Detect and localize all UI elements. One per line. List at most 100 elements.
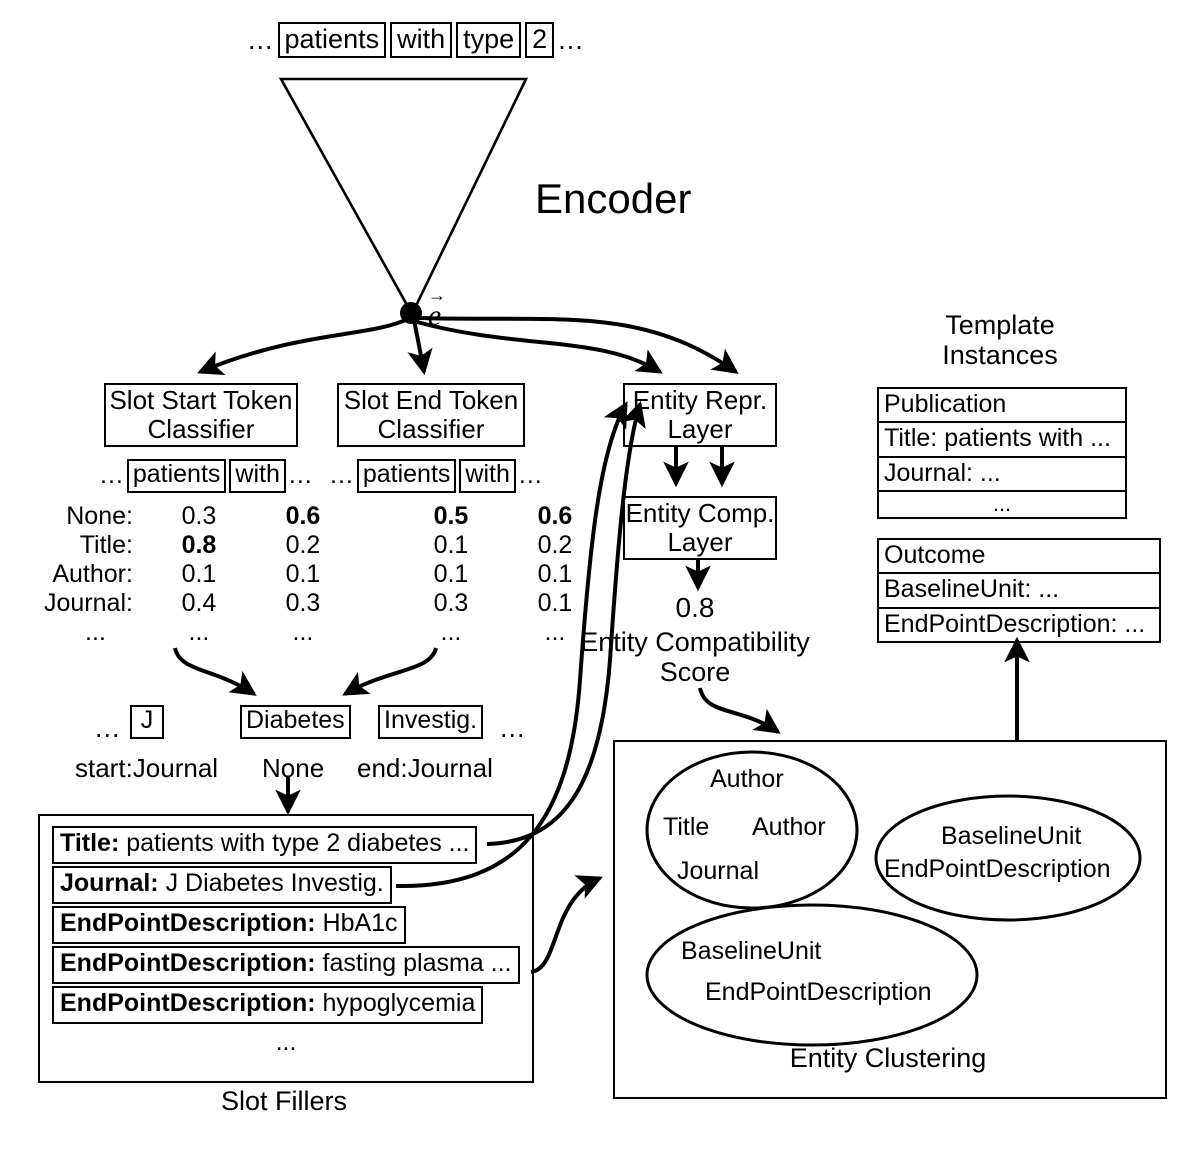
entity-comp-line2: Layer: [667, 527, 733, 557]
journal-token-j: J: [130, 705, 164, 739]
slot-fillers-ellipsis: ...: [275, 1028, 297, 1056]
journal-token-investig: Investig.: [378, 705, 484, 739]
entity-comp-line1: Entity Comp.: [625, 497, 775, 528]
prob-ellipsis-s2: ...: [292, 618, 314, 646]
entity-compatibility-caption-line1: Entity Compatibility: [580, 627, 810, 657]
template-publication-header: Publication: [879, 389, 1125, 424]
slot-filler-0-value: patients with type 2 diabetes ...: [126, 829, 470, 857]
slot-filler-1-slot: Journal:: [60, 869, 159, 897]
input-token-type: type: [456, 22, 522, 59]
end-strip-trail: ...: [518, 461, 543, 490]
start-strip-trail: ...: [288, 461, 313, 490]
arrow-e-to-entity-repr-left: [416, 320, 663, 374]
input-leading-ellipsis: ...: [248, 24, 274, 55]
cluster-member-author-1: Author: [710, 765, 784, 793]
slot-filler-3-value: fasting plasma ...: [322, 949, 512, 977]
arrow-slot-fillers-to-clustering: [530, 875, 603, 974]
prob-start-none-patients: 0.3: [181, 502, 217, 530]
entity-comp-layer[interactable]: Entity Comp. Layer: [623, 496, 777, 560]
slot-start-token-classifier[interactable]: Slot Start Token Classifier: [104, 383, 298, 447]
prob-ellipsis-e1: ...: [440, 618, 462, 646]
slot-start-classifier-line2: Classifier: [147, 414, 255, 444]
journal-tokens-lead: ...: [95, 713, 121, 743]
prob-end-author-with: 0.1: [537, 560, 573, 588]
journal-tag-start: start:Journal: [75, 753, 219, 783]
end-token-strip: ... patients with ...: [330, 459, 543, 493]
input-trailing-ellipsis: ...: [558, 24, 584, 55]
template-instance-outcome[interactable]: Outcome BaselineUnit: ... EndPointDescri…: [877, 538, 1161, 643]
table-row-ellipsis: ... ... ... ... ...: [44, 618, 607, 647]
prob-end-author-patients: 0.1: [433, 560, 469, 588]
template-instance-publication[interactable]: Publication Title: patients with ... Jou…: [877, 387, 1127, 519]
prob-row-label-title: Title:: [79, 531, 133, 559]
end-strip-lead: ...: [330, 461, 354, 490]
cluster-member-title: Title: [663, 813, 710, 841]
prob-row-label-none: None:: [66, 502, 133, 530]
start-strip-lead: ...: [100, 461, 124, 490]
table-row: None: 0.3 0.6 0.5 0.6: [44, 502, 607, 531]
template-publication-row-journal: Journal: ...: [879, 458, 1125, 492]
template-outcome-row-baselineunit: BaselineUnit: ...: [879, 574, 1159, 609]
prob-start-journal-patients: 0.4: [181, 589, 217, 617]
entity-repr-layer[interactable]: Entity Repr. Layer: [623, 383, 777, 447]
arrow-start-probs-to-diabetes: [173, 647, 257, 696]
cluster-b-member-endpointdescription: EndPointDescription: [884, 855, 1111, 883]
end-strip-token-patients: patients: [356, 459, 457, 493]
prob-row-label-author: Author:: [52, 560, 133, 588]
slot-filler-item[interactable]: EndPointDescription: HbA1c: [52, 906, 406, 944]
slot-end-classifier-line2: Classifier: [377, 414, 485, 444]
arrow-end-probs-to-diabetes: [342, 647, 438, 696]
slot-filler-item[interactable]: Title: patients with type 2 diabetes ...: [52, 826, 478, 864]
slot-filler-4-value: hypoglycemia: [322, 989, 476, 1017]
prob-start-title-with: 0.2: [285, 531, 321, 559]
arrow-e-to-end-classifier: [407, 319, 433, 376]
entity-compatibility-value: 0.8: [675, 592, 715, 623]
slot-filler-item[interactable]: EndPointDescription: fasting plasma ...: [52, 946, 520, 984]
table-row: Author: 0.1 0.1 0.1 0.1: [44, 560, 607, 589]
slot-start-classifier-line1: Slot Start Token: [109, 384, 293, 415]
probability-table: None: 0.3 0.6 0.5 0.6 Title: 0.8 0.2 0.1…: [44, 502, 607, 647]
cluster-member-author-2: Author: [752, 813, 826, 841]
prob-ellipsis-label: ...: [85, 618, 106, 646]
journal-token-diabetes: Diabetes: [240, 705, 351, 739]
input-token-with: with: [390, 22, 453, 59]
journal-tag-end: end:Journal: [357, 753, 493, 783]
prob-ellipsis-s1: ...: [188, 618, 210, 646]
end-strip-token-with: with: [459, 459, 516, 493]
slot-fillers-panel: Title: patients with type 2 diabetes ...…: [38, 814, 534, 1083]
slot-end-token-classifier[interactable]: Slot End Token Classifier: [337, 383, 525, 447]
template-publication-row-ellipsis: ...: [992, 490, 1012, 516]
encoder-vector-label: → e: [425, 285, 446, 333]
slot-fillers-caption: Slot Fillers: [220, 1086, 348, 1116]
prob-start-none-with: 0.6: [285, 502, 321, 530]
template-outcome-row-endpointdescription: EndPointDescription: ...: [884, 609, 1146, 638]
encoder-label: Encoder: [535, 175, 692, 222]
prob-start-author-with: 0.1: [285, 560, 321, 588]
cluster-c-member-endpointdescription: EndPointDescription: [705, 978, 932, 1006]
table-row: Journal: 0.4 0.3 0.3 0.1: [44, 589, 607, 618]
vector-arrow-icon: →: [428, 285, 446, 305]
input-token-2: 2: [525, 22, 555, 59]
start-token-strip: ... patients with ...: [100, 459, 313, 493]
prob-end-none-patients: 0.5: [433, 502, 469, 530]
journal-tokens-trail: ...: [500, 713, 526, 743]
start-strip-token-with: with: [229, 459, 286, 493]
template-publication-row-title: Title: patients with ...: [879, 423, 1125, 458]
template-instances-caption-line2: Instances: [942, 340, 1058, 370]
input-token-row: ... patients with type 2 ...: [248, 22, 584, 59]
entity-compatibility-caption-line2: Score: [659, 657, 731, 687]
arrow-score-to-clustering: [698, 687, 781, 734]
journal-tag-none: None: [262, 753, 325, 783]
slot-filler-3-slot: EndPointDescription:: [60, 949, 316, 977]
slot-filler-item[interactable]: Journal: J Diabetes Investig.: [52, 866, 392, 904]
slot-filler-item[interactable]: EndPointDescription: hypoglycemia: [52, 986, 484, 1024]
entity-repr-line2: Layer: [667, 414, 733, 444]
cluster-b-member-baselineunit: BaselineUnit: [941, 822, 1082, 850]
prob-end-journal-patients: 0.3: [433, 589, 469, 617]
arrow-e-to-start-classifier: [197, 316, 411, 376]
prob-row-label-journal: Journal:: [44, 589, 133, 617]
cluster-member-journal: Journal: [677, 857, 759, 885]
slot-filler-2-value: HbA1c: [322, 909, 398, 937]
template-outcome-header: Outcome: [879, 540, 1159, 575]
